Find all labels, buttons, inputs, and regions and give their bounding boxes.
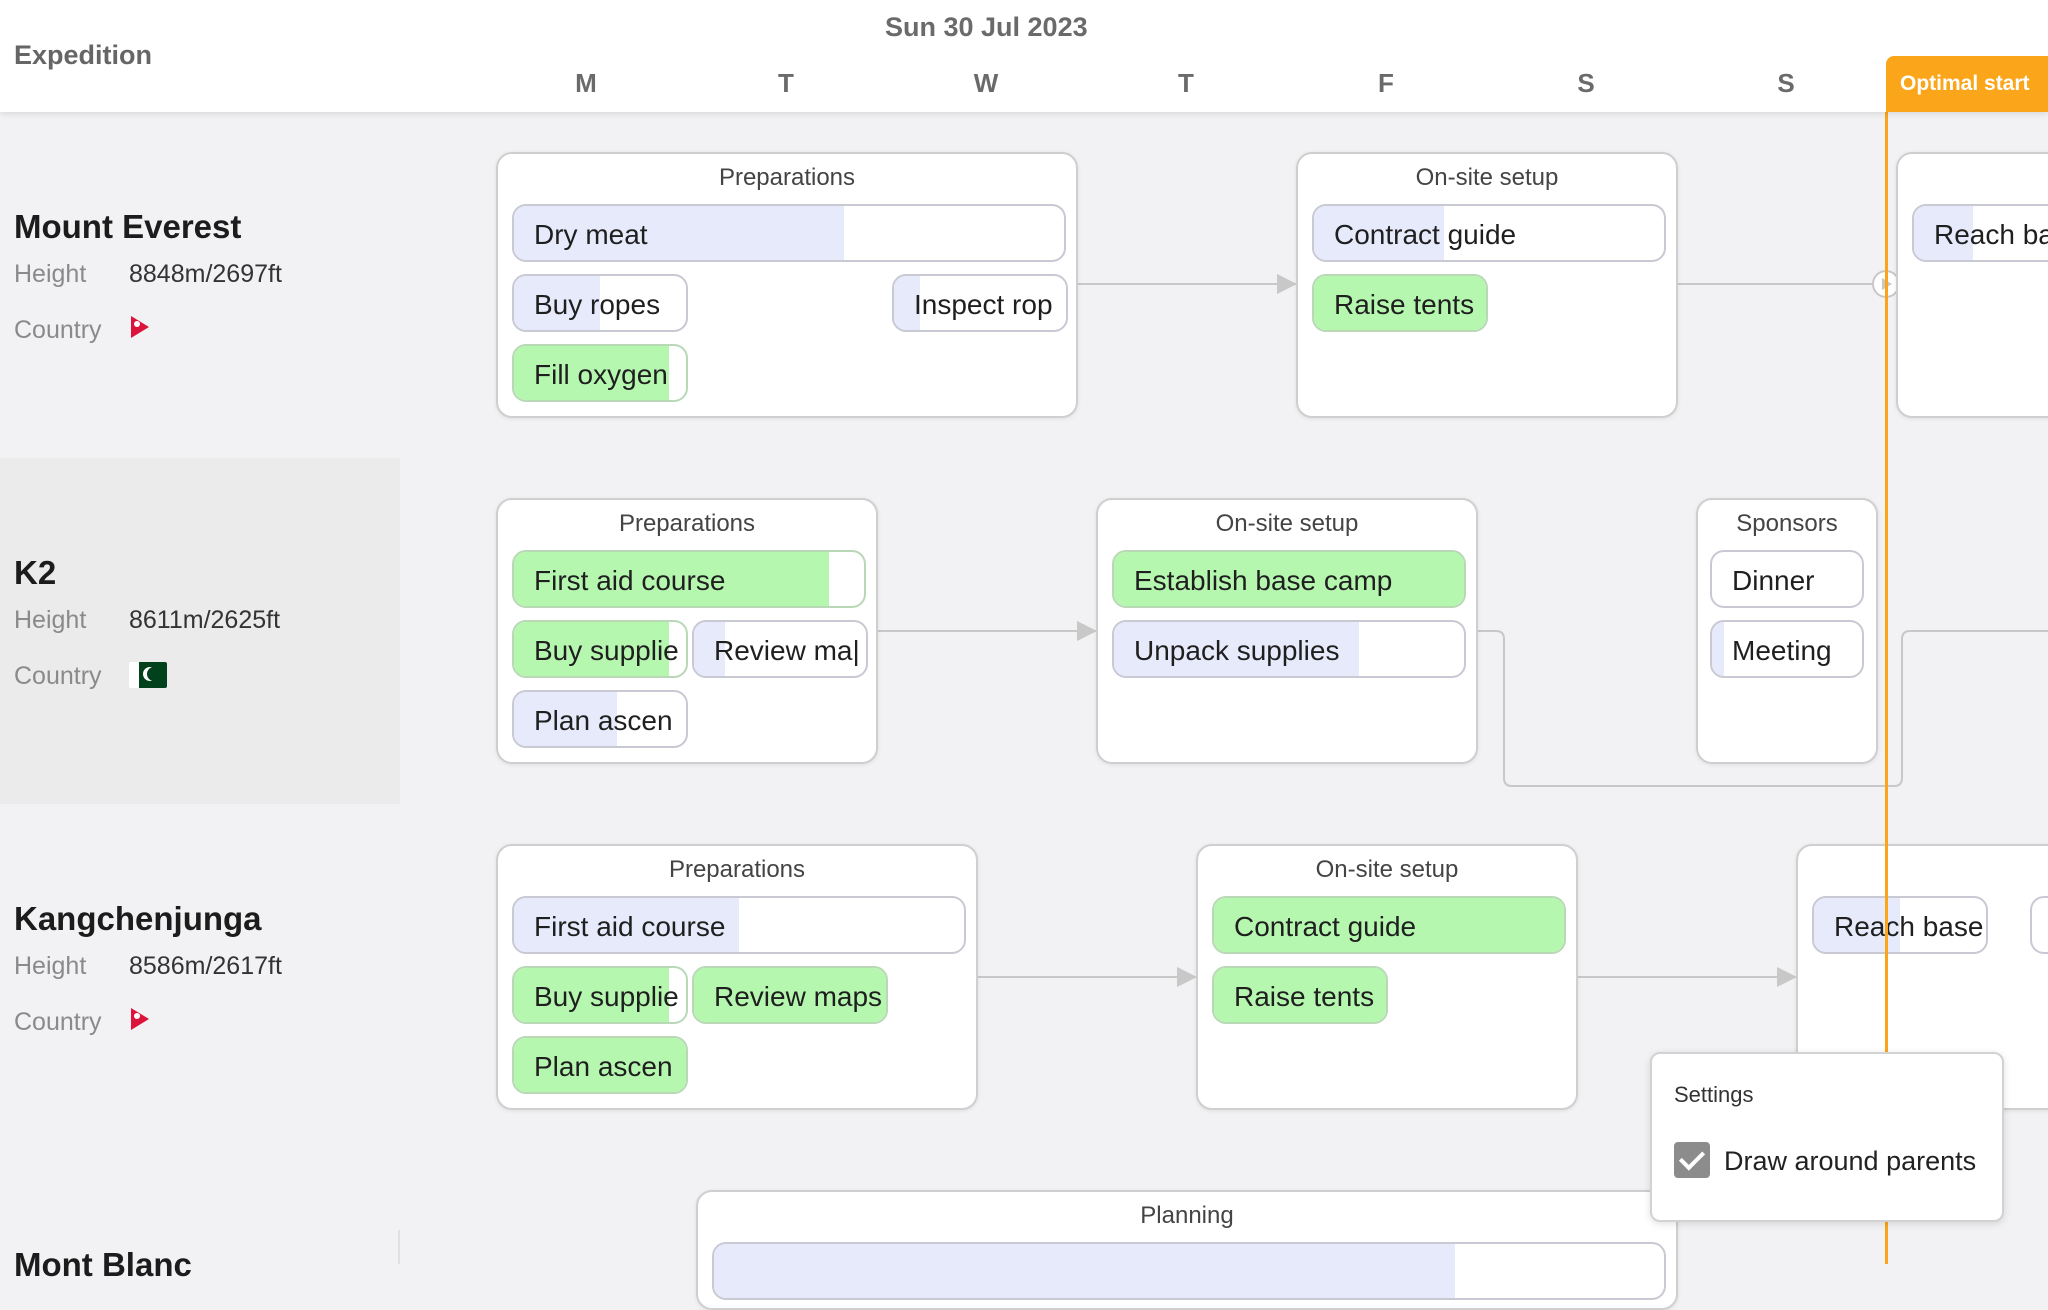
- settings-panel: Settings Draw around parents: [1650, 1052, 2004, 1222]
- optimal-start-line: [1885, 112, 1888, 1264]
- task-plan-ascent[interactable]: Plan ascen: [512, 690, 688, 748]
- task-raise-tents[interactable]: Raise tents: [1312, 274, 1488, 332]
- group-sponsors[interactable]: Sponsors Dinner Meeting: [1696, 498, 1878, 764]
- group-preparations[interactable]: Preparations Dry meat Buy ropes Inspect …: [496, 152, 1078, 418]
- height-label: Height: [14, 606, 87, 634]
- pakistan-flag-icon: [129, 662, 167, 688]
- expedition-row-kangchenjunga[interactable]: Kangchenjunga Height 8586m/2617ft Country: [14, 900, 394, 1050]
- group-title: On-site setup: [1315, 856, 1459, 883]
- task-plan-ascent[interactable]: Plan ascen: [512, 1036, 688, 1094]
- expedition-row-everest[interactable]: Mount Everest Height 8848m/2697ft Country: [14, 208, 394, 358]
- country-label: Country: [14, 662, 102, 690]
- group-base-camp[interactable]: Reach ba: [1896, 152, 2048, 418]
- day-thursday: T: [1178, 68, 1194, 98]
- task-raise-tents[interactable]: Raise tents: [1212, 966, 1388, 1024]
- group-preparations[interactable]: Preparations First aid course Buy suppli…: [496, 498, 878, 764]
- height-value: 8848m/2697ft: [129, 260, 282, 288]
- group-title: Preparations: [618, 510, 756, 537]
- task-fill-oxygen[interactable]: Fill oxygen: [512, 344, 688, 402]
- expedition-name: Kangchenjunga: [14, 900, 262, 937]
- task-inspect-ropes[interactable]: Inspect rop: [892, 274, 1068, 332]
- group-title: Sponsors: [1736, 510, 1838, 537]
- day-wednesday: W: [973, 68, 999, 98]
- group-title: Planning: [1140, 1202, 1234, 1229]
- task-review-maps[interactable]: Review ma|: [692, 620, 868, 678]
- task-planning-item[interactable]: [712, 1242, 1666, 1300]
- nepal-flag-icon: [131, 316, 149, 338]
- task-contract-guide[interactable]: Contract guide: [1312, 204, 1666, 262]
- day-friday: F: [1378, 68, 1394, 98]
- task-reach-base[interactable]: Reach base: [1812, 896, 1988, 954]
- group-on-site-setup[interactable]: On-site setup Contract guide Raise tents: [1296, 152, 1678, 418]
- expedition-column-header: Expedition: [14, 40, 153, 70]
- task-buy-ropes[interactable]: Buy ropes: [512, 274, 688, 332]
- height-value: 8611m/2625ft: [129, 606, 281, 634]
- draw-around-parents-checkbox[interactable]: [1674, 1142, 1710, 1178]
- task-meeting[interactable]: Meeting: [1710, 620, 1864, 678]
- task-buy-supplies[interactable]: Buy supplie: [512, 620, 688, 678]
- task-unpack-supplies[interactable]: Unpack supplies: [1112, 620, 1466, 678]
- task-first-aid-course[interactable]: First aid course: [512, 896, 966, 954]
- group-title: Preparations: [718, 164, 856, 191]
- height-label: Height: [14, 952, 87, 980]
- task-buy-supplies[interactable]: Buy supplie: [512, 966, 688, 1024]
- group-title: Preparations: [668, 856, 806, 883]
- task-dinner[interactable]: Dinner: [1710, 550, 1864, 608]
- task-review-maps[interactable]: Review maps: [692, 966, 888, 1024]
- task-reach-base[interactable]: Reach ba: [1912, 204, 2048, 262]
- group-planning[interactable]: Planning: [696, 1190, 1678, 1310]
- group-title: On-site setup: [1215, 510, 1359, 537]
- row-divider: [0, 1230, 400, 1264]
- expedition-row-k2[interactable]: K2 Height 8611m/2625ft Country: [14, 554, 394, 704]
- group-on-site-setup[interactable]: On-site setup Establish base camp Unpack…: [1096, 498, 1478, 764]
- settings-title: Settings: [1674, 1082, 1754, 1107]
- expedition-name: K2: [14, 554, 57, 591]
- height-label: Height: [14, 260, 87, 288]
- day-saturday: S: [1577, 68, 1595, 98]
- day-tuesday: T: [778, 68, 794, 98]
- height-value: 8586m/2617ft: [129, 952, 282, 980]
- task-establish-base-camp[interactable]: Establish base camp: [1112, 550, 1466, 608]
- day-monday: M: [575, 68, 597, 98]
- draw-around-parents-label[interactable]: Draw around parents: [1724, 1146, 1977, 1176]
- country-label: Country: [14, 1008, 102, 1036]
- task-contract-guide[interactable]: Contract guide: [1212, 896, 1566, 954]
- task-first-aid-course[interactable]: First aid course: [512, 550, 866, 608]
- nepal-flag-icon: [131, 1008, 149, 1030]
- optimal-start-marker[interactable]: Optimal start: [1886, 56, 2048, 112]
- day-sunday: S: [1777, 68, 1795, 98]
- link-k2-setup-around: [1476, 630, 2048, 787]
- group-on-site-setup[interactable]: On-site setup Contract guide Raise tents: [1196, 844, 1578, 1110]
- group-preparations[interactable]: Preparations First aid course Buy suppli…: [496, 844, 978, 1110]
- week-label: Sun 30 Jul 2023: [885, 12, 1088, 42]
- task-next[interactable]: [2030, 896, 2048, 954]
- group-title: On-site setup: [1415, 164, 1559, 191]
- timeline-header: Expedition Sun 30 Jul 2023 M T W T F S S: [0, 0, 2048, 112]
- row-selected-highlight: [0, 458, 400, 804]
- expedition-name: Mount Everest: [14, 208, 242, 245]
- country-label: Country: [14, 316, 102, 344]
- task-dry-meat[interactable]: Dry meat: [512, 204, 1066, 262]
